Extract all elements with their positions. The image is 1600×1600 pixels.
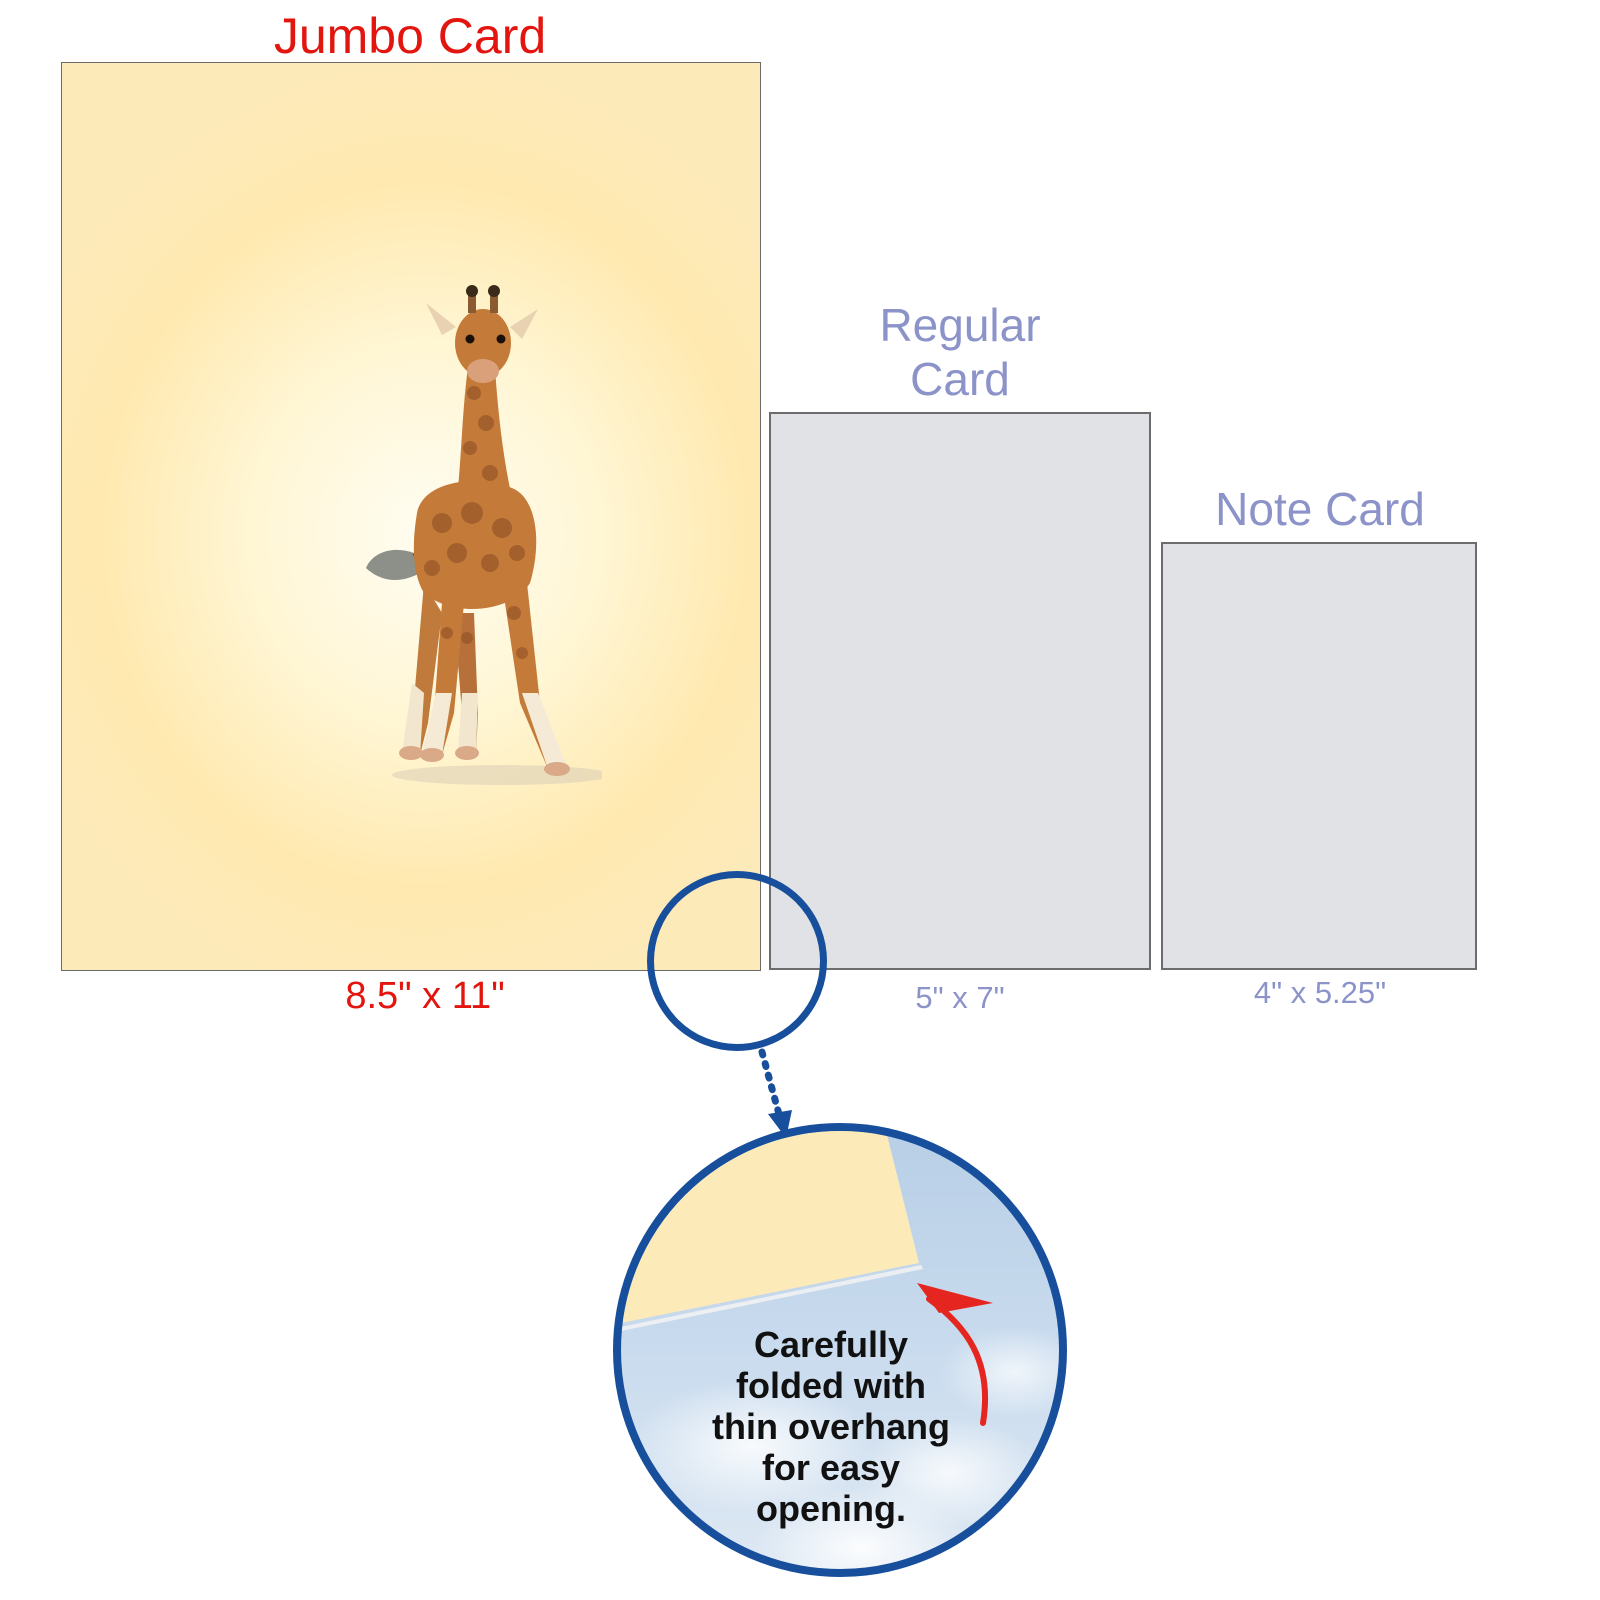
regular-card-title: Regular Card [770, 298, 1150, 406]
regular-card [769, 412, 1151, 970]
folded-card-detail [621, 1131, 993, 1426]
dotted-connector-line [758, 1048, 784, 1122]
giraffe-illustration [366, 285, 602, 785]
zoom-detail-circle: Carefully folded with thin overhang for … [613, 1123, 1067, 1577]
note-card-title: Note Card [1215, 483, 1425, 535]
regular-card-title-line1: Regular [879, 299, 1041, 351]
curved-arrow-head-icon [917, 1283, 993, 1313]
jumbo-card [61, 62, 761, 971]
regular-card-title-line2: Card [910, 353, 1010, 405]
card-corner-front [621, 1131, 919, 1323]
caption-line-2: folded with [736, 1365, 926, 1406]
regular-card-size: 5" x 7" [915, 980, 1005, 1015]
card-overhang-edge [621, 1265, 923, 1331]
caption-line-1: Carefully [753, 1324, 909, 1365]
caption-line-3: thin overhang [711, 1406, 950, 1447]
note-card [1161, 542, 1477, 970]
caption-line-5: opening. [756, 1488, 906, 1529]
caption-line-4: for easy [761, 1447, 901, 1488]
jumbo-card-title: Jumbo Card [273, 8, 547, 64]
magnifier-ring-icon [647, 871, 827, 1051]
note-card-size: 4" x 5.25" [1253, 975, 1387, 1010]
overhang-caption: Carefully folded with thin overhang for … [681, 1324, 981, 1529]
jumbo-card-size: 8.5" x 11" [345, 975, 505, 1017]
